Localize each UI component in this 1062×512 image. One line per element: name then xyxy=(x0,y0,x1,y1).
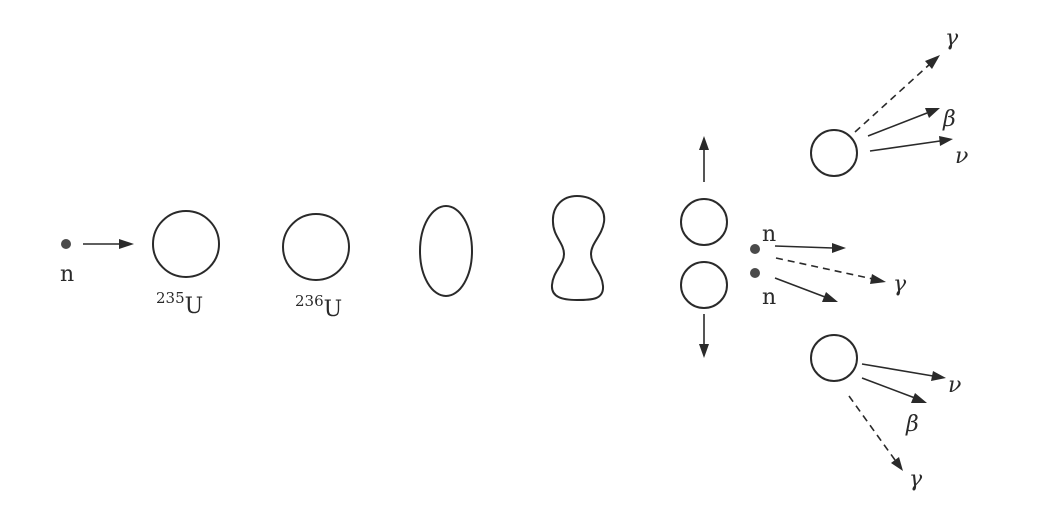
emitted-neutron-dot-2 xyxy=(750,268,760,278)
u235-mass-number: 235 xyxy=(156,289,185,307)
lower-beta-arrow xyxy=(861,377,927,403)
u236-mass-number: 236 xyxy=(295,292,324,310)
upper-beta-label: β xyxy=(942,107,956,132)
emitted-neutron-dot-1 xyxy=(750,244,760,254)
lower-neutrino-arrow xyxy=(861,363,946,381)
u236-nucleus xyxy=(282,213,350,281)
u236-symbol: U xyxy=(324,297,343,322)
lower-fission-product xyxy=(810,334,858,382)
upper-neutrino-label: ν xyxy=(955,144,968,169)
upper-beta-arrow xyxy=(867,108,940,137)
upper-fission-product xyxy=(810,129,858,177)
u236-label: 236U xyxy=(295,292,342,322)
lower-neutrino-label: ν xyxy=(948,373,961,398)
prompt-gamma-arrow xyxy=(775,257,886,284)
fragment-lower xyxy=(680,261,728,309)
upper-neutrino-arrow xyxy=(869,136,953,152)
elongated-nucleus xyxy=(419,205,473,297)
recoil-arrow-down xyxy=(699,314,709,358)
fragment-upper xyxy=(680,198,728,246)
upper-gamma-arrow xyxy=(854,55,940,133)
upper-gamma-label: γ xyxy=(945,26,959,51)
lower-beta-label: β xyxy=(905,412,919,437)
incoming-neutron-arrow xyxy=(83,239,134,249)
lower-gamma-arrow xyxy=(848,395,903,471)
emitted-neutron-arrow-2 xyxy=(774,277,838,302)
dumbbell-nucleus xyxy=(550,194,606,302)
emitted-neutron-label-1: n xyxy=(762,222,776,247)
lower-gamma-label: γ xyxy=(909,467,923,492)
u235-label: 235U xyxy=(156,289,203,319)
emitted-neutron-arrow-1 xyxy=(774,243,846,253)
recoil-arrow-up xyxy=(699,136,709,182)
incoming-neutron-label: n xyxy=(60,262,74,287)
emitted-neutron-label-2: n xyxy=(762,285,776,310)
u235-nucleus xyxy=(152,210,220,278)
prompt-gamma-label: γ xyxy=(893,272,907,297)
incoming-neutron-dot xyxy=(61,239,71,249)
u235-symbol: U xyxy=(185,294,204,319)
